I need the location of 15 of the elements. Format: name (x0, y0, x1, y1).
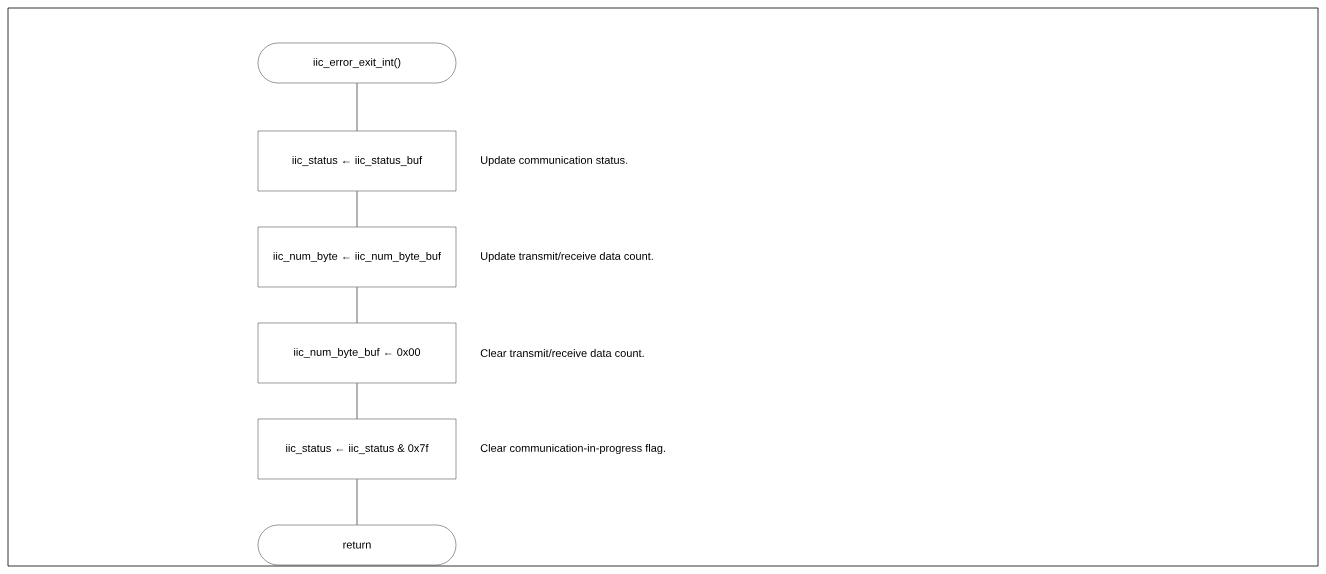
connector-line (356, 190, 358, 228)
terminal-box: return (257, 524, 457, 566)
connector-line (356, 478, 358, 526)
step-description: Update communication status. (481, 155, 628, 167)
connector-line (356, 286, 358, 324)
connector-line (356, 382, 358, 420)
terminal-box: iic_error_exit_int() (257, 42, 457, 84)
step-description: Update transmit/receive data count. (481, 251, 653, 263)
process-box: iic_num_byte ← iic_num_byte_buf (257, 226, 457, 288)
step-description: Clear transmit/receive data count. (480, 348, 644, 358)
process-box: iic_num_byte_buf ← 0x00 (257, 322, 457, 384)
step-description: Clear communication-in-progress flag. (480, 443, 665, 455)
process-box: iic_status ← iic_status & 0x7f (257, 418, 457, 480)
connector-line (356, 82, 358, 132)
process-box: iic_status ← iic_status_buf (257, 130, 457, 192)
